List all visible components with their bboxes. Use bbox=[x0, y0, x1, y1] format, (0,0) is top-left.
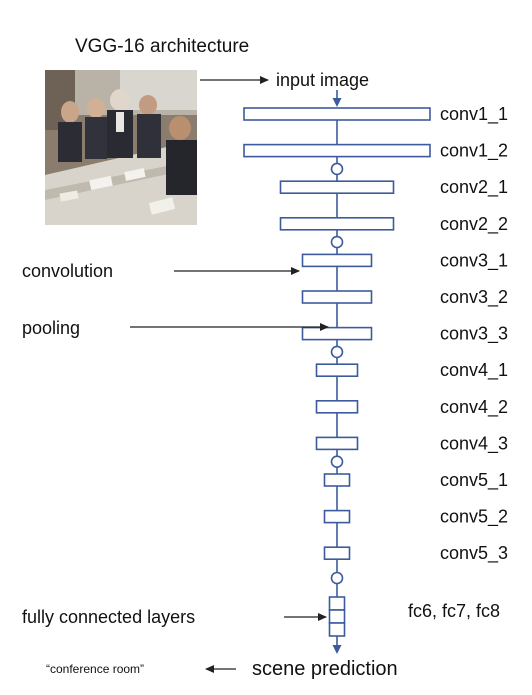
convolution-annotation: convolution bbox=[22, 261, 113, 281]
layer-label-conv1-1: conv1_1 bbox=[440, 104, 508, 125]
pooling-annotation: pooling bbox=[22, 318, 80, 338]
pooling-node bbox=[330, 571, 344, 585]
layer-label-conv3-1: conv3_1 bbox=[440, 250, 508, 271]
layer-label-conv5-3: conv5_3 bbox=[440, 543, 508, 564]
layer-label-conv2-2: conv2_2 bbox=[440, 214, 508, 235]
conv-layer-block bbox=[315, 436, 359, 451]
fc-layer-block bbox=[328, 596, 346, 611]
layer-label-conv3-3: conv3_3 bbox=[440, 324, 508, 345]
fc-layer-block bbox=[328, 622, 346, 637]
fully-connected-annotation: fully connected layers bbox=[22, 607, 195, 627]
conv-layer-block bbox=[279, 217, 395, 231]
conv-layer-block bbox=[243, 107, 431, 121]
conv-layer-block bbox=[323, 473, 351, 487]
layer-labels: conv1_1 conv1_2 conv2_1 conv2_2 conv3_1 conv3… bbox=[440, 104, 508, 564]
meeting-photo bbox=[45, 70, 197, 225]
pooling-node bbox=[330, 455, 344, 469]
layer-label-conv4-3: conv4_3 bbox=[440, 433, 508, 454]
conv-layer-block bbox=[315, 363, 359, 378]
diagram-title: VGG-16 architecture bbox=[75, 36, 249, 57]
conv-layer-block bbox=[301, 253, 373, 268]
layer-label-conv4-1: conv4_1 bbox=[440, 360, 508, 381]
conv-layer-block bbox=[301, 326, 373, 341]
conv-layer-block bbox=[323, 509, 351, 524]
conv-layer-block bbox=[243, 143, 431, 158]
pooling-node bbox=[330, 162, 344, 176]
conv-layer-block bbox=[315, 399, 359, 414]
layer-label-conv4-2: conv4_2 bbox=[440, 397, 508, 418]
layer-label-conv5-2: conv5_2 bbox=[440, 507, 508, 528]
fc-layers-label: fc6, fc7, fc8 bbox=[408, 601, 500, 621]
input-image-label: input image bbox=[276, 70, 369, 90]
conv-layer-block bbox=[279, 180, 395, 194]
scene-prediction-label: scene prediction bbox=[252, 658, 398, 680]
network-stack bbox=[243, 90, 431, 654]
layer-label-conv3-2: conv3_2 bbox=[440, 287, 508, 308]
layer-label-conv5-1: conv5_1 bbox=[440, 470, 508, 491]
fc-layer-block bbox=[328, 609, 346, 624]
pooling-node bbox=[330, 235, 344, 249]
pooling-node bbox=[330, 345, 344, 359]
conv-layer-block bbox=[301, 290, 373, 304]
layer-label-conv1-2: conv1_2 bbox=[440, 141, 508, 162]
conv-layer-block bbox=[323, 546, 351, 561]
layer-label-conv2-1: conv2_1 bbox=[440, 177, 508, 198]
prediction-output: “conference room” bbox=[46, 662, 144, 676]
